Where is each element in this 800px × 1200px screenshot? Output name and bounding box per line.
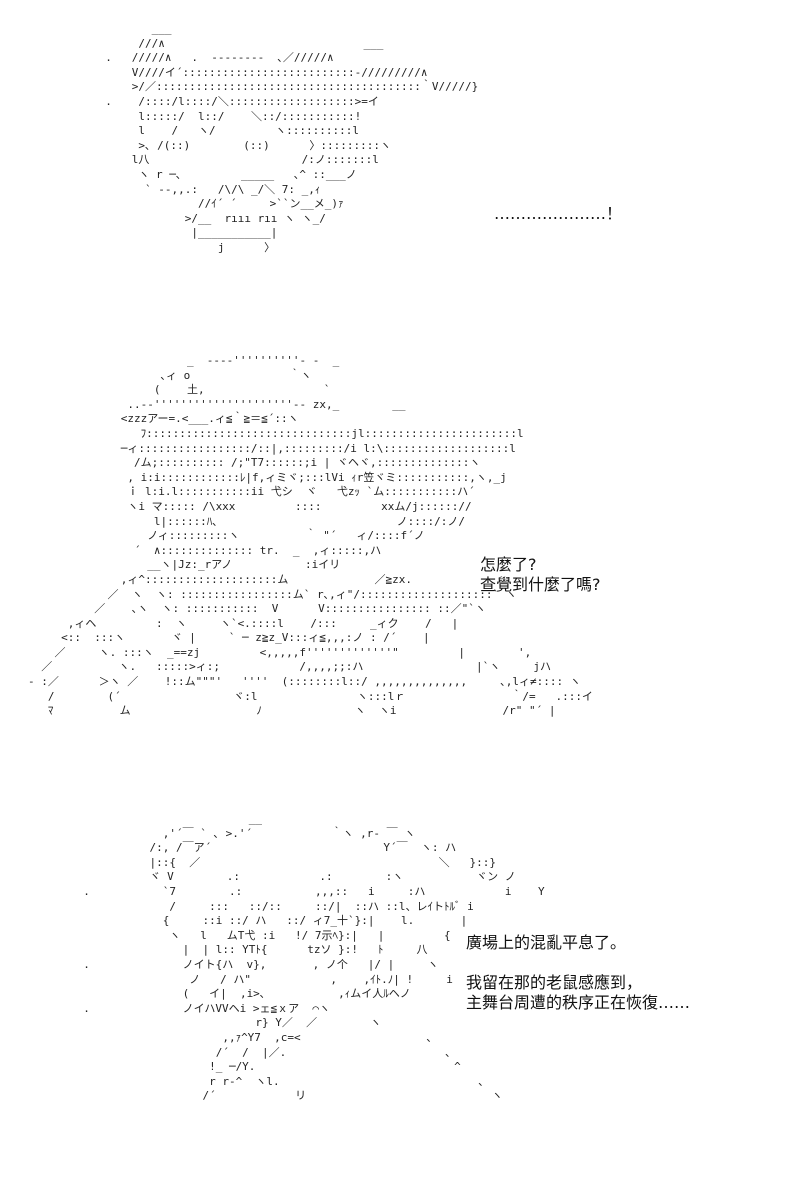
narration-line: 我留在那的老鼠感應到， [466,973,643,992]
ascii-art-character: _ --‐‐''''''''''‐ - _ ､ィ o ｀ヽ ( 土, ` ..-… [28,354,593,718]
dialogue-text: …………………！ [494,204,622,224]
dialogue-line: 怎麼了? [480,555,537,574]
panel-1: ___ ///∧ ___ . /////∧ . -------- ､／/////… [0,0,800,330]
narration-text: 廣場上的混亂平息了。 我留在那的老鼠感應到， 主舞台周遭的秩序正在恢復…… [466,933,690,1013]
ascii-art-character: __ ,'´￣ ` ､ >.'´ ｀ヽ ,r‐ ￣ ヽ /:, /￣ア´ Y´￣… [83,812,545,1103]
dialogue-line: …………………！ [494,204,623,223]
narration-line: 主舞台周遭的秩序正在恢復…… [466,993,691,1012]
ascii-art-character: ___ ///∧ ___ . /////∧ . -------- ､／/////… [105,22,479,254]
dialogue-line: 查覺到什麼了嗎? [480,575,601,594]
panel-2: _ --‐‐''''''''''‐ - _ ､ィ o ｀ヽ ( 土, ` ..-… [0,330,800,780]
panel-3: __ ,'´￣ ` ､ >.'´ ｀ヽ ,r‐ ￣ ヽ /:, /￣ア´ Y´￣… [0,780,800,1200]
narration-line: 廣場上的混亂平息了。 [466,933,627,952]
narration-spacer [466,953,690,973]
dialogue-text: 怎麼了? 查覺到什麼了嗎? [480,555,601,595]
